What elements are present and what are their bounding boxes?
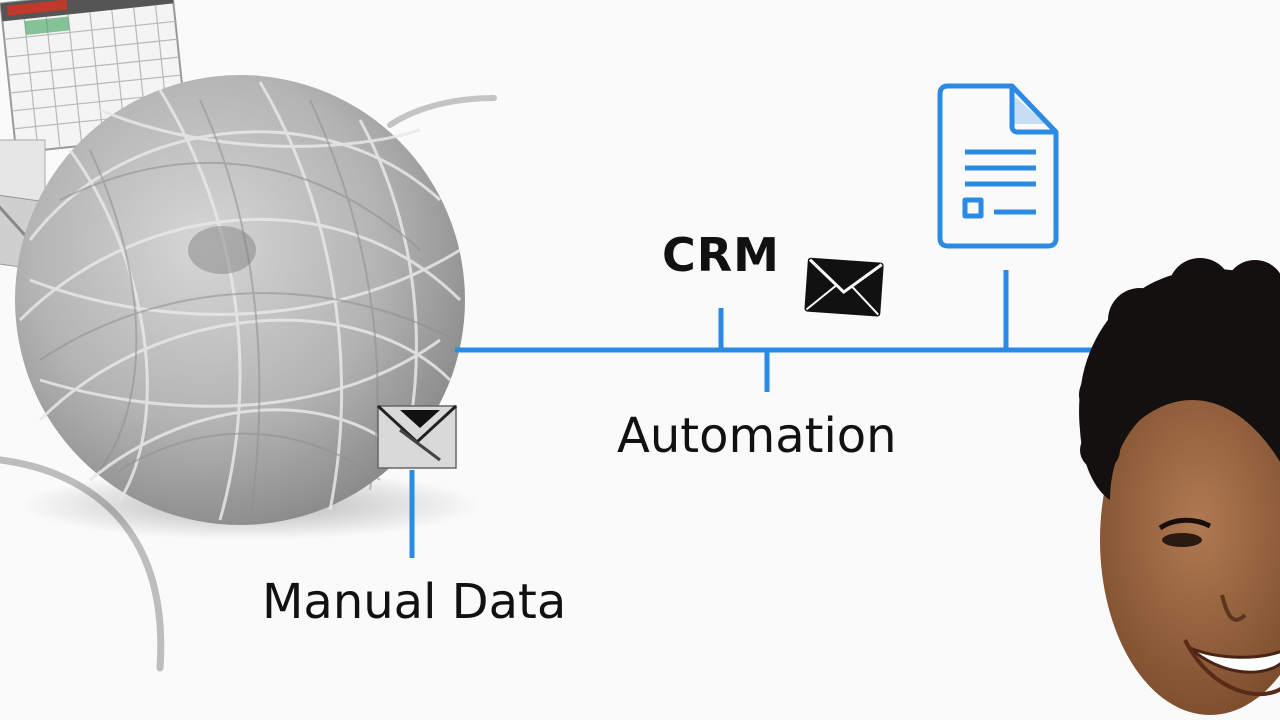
smiling-person (1079, 258, 1280, 715)
envelope-icon (804, 257, 884, 317)
loose-string (387, 95, 497, 128)
crm-label: CRM (662, 228, 780, 282)
manual-data-label: Manual Data (262, 574, 567, 630)
connector-lines (409, 270, 1130, 558)
envelope-icon (376, 404, 458, 469)
automation-label: Automation (617, 408, 897, 464)
document-icon (937, 83, 1059, 249)
